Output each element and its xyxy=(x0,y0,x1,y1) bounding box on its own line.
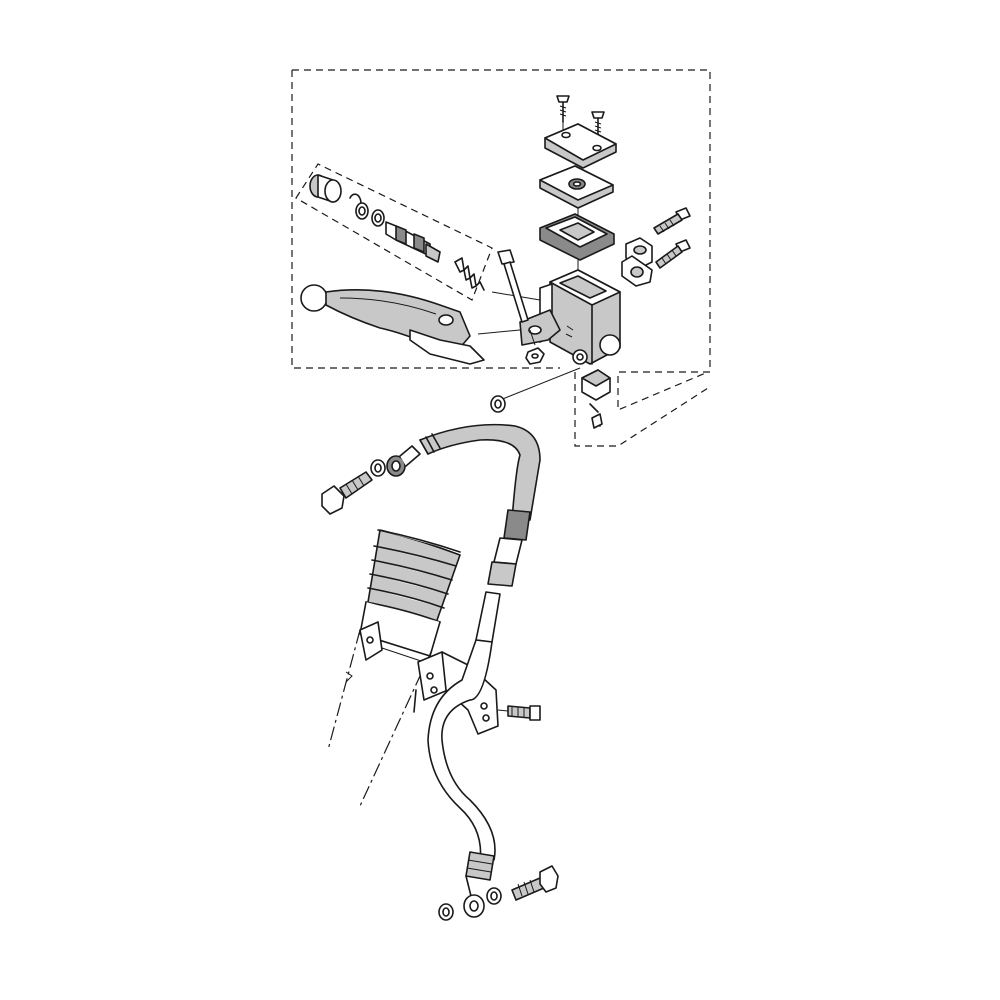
washer-b xyxy=(371,209,385,227)
master-cylinder-body xyxy=(519,269,621,365)
washer-a xyxy=(355,202,369,220)
brake-lever xyxy=(300,284,485,365)
clamp-bolt-lower xyxy=(655,239,691,269)
washer-upper-1 xyxy=(490,395,506,413)
brake-hose-lower xyxy=(427,591,501,881)
washer-lower-2 xyxy=(486,887,502,905)
banjo-fitting-upper xyxy=(386,445,421,477)
piston-kit-group-outline xyxy=(295,163,493,301)
washer-upper-2 xyxy=(370,459,386,477)
diaphragm-plate xyxy=(539,165,614,209)
return-spring xyxy=(454,257,485,291)
brake-light-switch xyxy=(572,349,611,429)
clamp-bolt-fork xyxy=(507,705,541,721)
clamp-bolt-upper xyxy=(653,207,691,235)
pivot-nut xyxy=(525,347,545,365)
banjo-fitting-lower xyxy=(463,875,485,918)
reservoir-cap xyxy=(544,123,617,169)
fork-bellows xyxy=(359,529,461,657)
fork-tube-centerline xyxy=(327,629,433,807)
rubber-diaphragm xyxy=(539,213,615,261)
fork-bracket xyxy=(345,621,383,683)
pivot-bolt xyxy=(497,249,529,323)
banjo-bolt-lower xyxy=(511,865,559,901)
piston xyxy=(385,221,441,263)
brake-hose-upper xyxy=(419,423,541,587)
dust-boot xyxy=(309,174,342,203)
cap-screw-left xyxy=(556,95,570,123)
cap-screw-right xyxy=(591,111,605,139)
clamp-bracket xyxy=(621,237,653,287)
banjo-bolt-upper xyxy=(321,471,373,515)
washer-lower-1 xyxy=(438,903,454,921)
master-cylinder-group-outline xyxy=(291,69,711,447)
